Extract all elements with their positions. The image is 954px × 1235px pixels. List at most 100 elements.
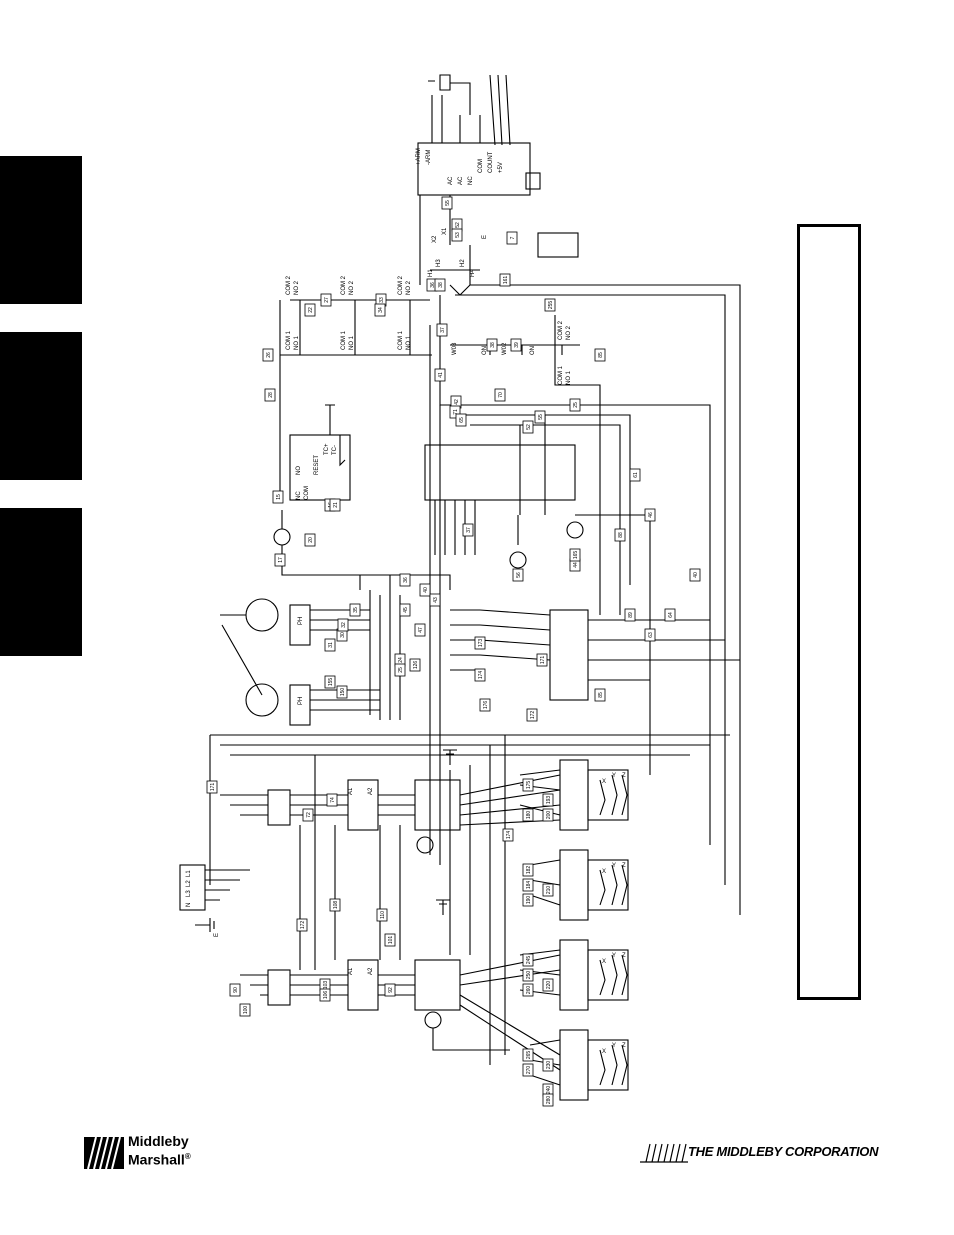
- relay4-no2: NO 2: [566, 325, 572, 340]
- wire-number-label: 44: [573, 562, 579, 568]
- wire-number-box: [399, 603, 411, 617]
- wire-number-label: 37: [440, 327, 446, 333]
- label-ac-1: AC: [448, 176, 454, 185]
- wire-number-label: 65: [459, 417, 465, 423]
- wire-number-box: [319, 988, 331, 1002]
- wire-number-box: [414, 623, 426, 637]
- wire-number-box: [542, 793, 554, 807]
- wire-number-box: [569, 398, 581, 412]
- wire-number-label: 184: [526, 881, 532, 890]
- logo-text: Middleby Marshall®: [128, 1133, 191, 1168]
- wire-number-label: 22: [308, 307, 314, 313]
- wire-number-box: [474, 636, 486, 650]
- wire-number-box: [522, 863, 534, 877]
- wire-number-box: [436, 323, 448, 337]
- wire-number-label: 25: [398, 667, 404, 673]
- wire-number-label: 90: [233, 987, 239, 993]
- wire-number-label: 85: [598, 352, 604, 358]
- wire-number-label: 53: [455, 232, 461, 238]
- wire-number-box: [544, 298, 556, 312]
- wire-number-label: 20: [308, 537, 314, 543]
- wiring-diagram: +ARM -ARM AC AC NC COM COUNT +5V X2 X1 H…: [179, 74, 741, 1107]
- wire-number-box: [479, 698, 491, 712]
- wire-number-box: [451, 228, 463, 242]
- wire-number-label: 210: [546, 886, 552, 895]
- wire-number-box: [522, 1063, 534, 1077]
- wire-number-box: [522, 953, 534, 967]
- wire-number-box: [239, 1003, 251, 1017]
- wire-number-label: 52: [455, 222, 461, 228]
- wire-number-box: [494, 388, 506, 402]
- label-plus-arm: +ARM: [416, 148, 422, 165]
- wire-number-box: [324, 638, 336, 652]
- wire-number-box: [474, 668, 486, 682]
- wire-number-label: 171: [540, 656, 546, 665]
- wire-number-label: 55: [445, 200, 451, 206]
- switch-w03-on: ON: [482, 346, 488, 355]
- wire-number-box: [384, 933, 396, 947]
- terminal-l3: L3: [186, 890, 192, 897]
- switch-w03: W03: [452, 342, 458, 355]
- wire-number-box: [264, 388, 276, 402]
- relay1-com2: COM 2: [286, 275, 292, 295]
- wire-number-label: 27: [324, 297, 330, 303]
- heater2-x: X: [602, 869, 606, 875]
- heater1-z: Z: [622, 773, 626, 779]
- heater2-y: Y: [612, 863, 616, 869]
- wire-number-box: [629, 468, 641, 482]
- wire-number-box: [542, 1058, 554, 1072]
- wire-number-box: [329, 498, 341, 512]
- wire-number-label: 100: [243, 1006, 249, 1015]
- relay3-no2: NO 2: [406, 280, 412, 295]
- relay3-com2: COM 2: [398, 275, 404, 295]
- wire-number-label: 182: [526, 866, 532, 875]
- diagram-labels: +ARM -ARM AC AC NC COM COUNT +5V X2 X1 H…: [186, 148, 626, 1055]
- wire-number-label: 52: [526, 424, 532, 430]
- relay3-no1: NO 1: [406, 335, 412, 350]
- wire-number-label: 38: [438, 282, 444, 288]
- label-e-transformer: E: [482, 235, 488, 239]
- wire-number-label: 72: [306, 812, 312, 818]
- middleby-marshall-logo: Middleby Marshall®: [84, 1133, 224, 1173]
- label-ac-2: AC: [458, 176, 464, 185]
- label-x2: X2: [432, 235, 438, 243]
- wire-number-label: 64: [668, 612, 674, 618]
- wire-number-label: 240: [546, 1086, 552, 1095]
- contactor1-a2: A2: [368, 787, 374, 795]
- wire-number-box: [434, 278, 446, 292]
- wire-number-box: [510, 338, 522, 352]
- wire-number-label: 71: [453, 409, 459, 415]
- wire-number-box: [394, 663, 406, 677]
- section-tab-2: [0, 332, 82, 480]
- label-h2: H2: [460, 259, 466, 267]
- wire-number-box: [594, 688, 606, 702]
- wire-number-box: [304, 303, 316, 317]
- wire-number-box: [522, 1048, 534, 1062]
- motor1-ph: PH: [298, 617, 304, 625]
- wire-number-label: 174: [478, 671, 484, 680]
- wire-number-box: [522, 968, 534, 982]
- wire-number-label: 106: [323, 991, 329, 1000]
- wire-number-box: [689, 568, 701, 582]
- wire-number-label: 25: [573, 402, 579, 408]
- wire-number-box: [449, 405, 461, 419]
- wire-number-box: [614, 528, 626, 542]
- logo-line1: Middleby: [128, 1133, 189, 1149]
- wire-number-box: [419, 583, 431, 597]
- terminal-n: N: [186, 903, 192, 907]
- label-nc: NC: [468, 176, 474, 185]
- wire-number-box: [644, 628, 656, 642]
- wire-number-label: 161: [503, 276, 509, 285]
- wire-number-label: 17: [278, 557, 284, 563]
- wire-number-box: [569, 548, 581, 562]
- wire-number-label: 39: [514, 342, 520, 348]
- relay2-no2: NO 2: [349, 280, 355, 295]
- wire-number-box: [376, 908, 388, 922]
- wire-number-label: 173: [478, 639, 484, 648]
- wire-number-label: 190: [526, 896, 532, 905]
- wire-number-label: 21: [333, 502, 339, 508]
- wire-number-box: [624, 608, 636, 622]
- wire-number-label: 61: [633, 472, 639, 478]
- label-h1: H1: [428, 269, 434, 277]
